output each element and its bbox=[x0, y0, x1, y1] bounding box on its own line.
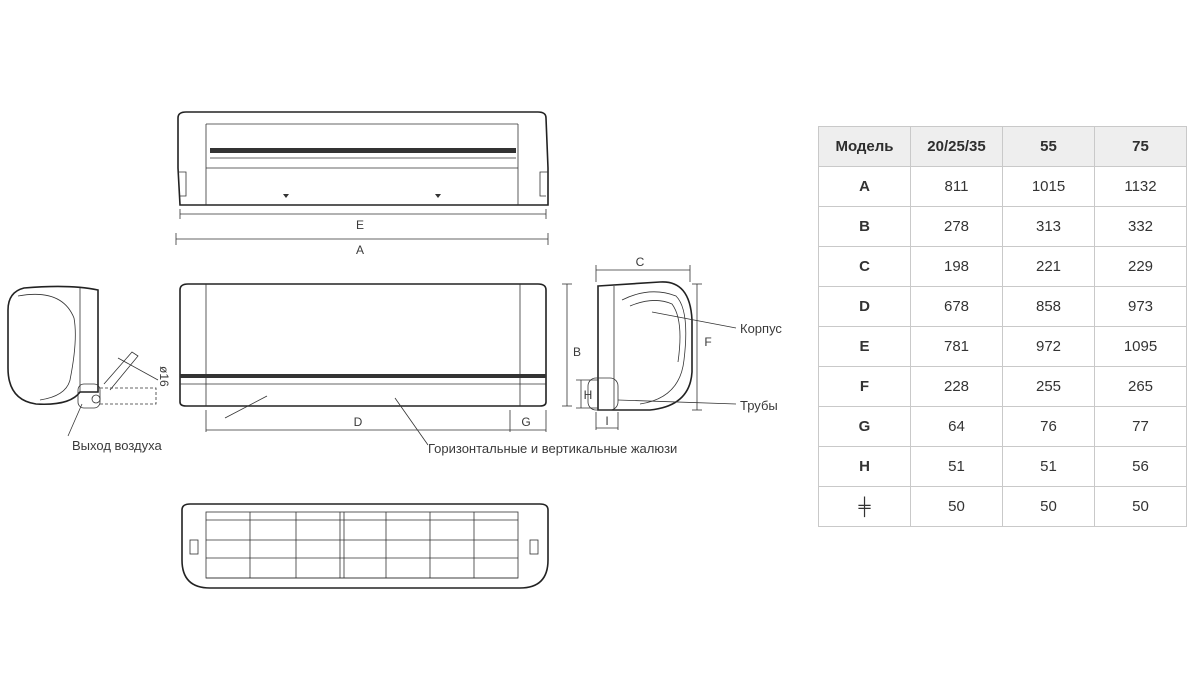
table-header-row: Модель 20/25/35 55 75 bbox=[818, 126, 1187, 167]
row-key: H bbox=[818, 446, 911, 487]
table-cell: 858 bbox=[1002, 286, 1095, 327]
table-cell: 50 bbox=[910, 486, 1003, 527]
pipe-symbol-icon: ╪ bbox=[818, 486, 911, 527]
table-row: D 678 858 973 bbox=[818, 286, 1187, 327]
table-cell: 1095 bbox=[1094, 326, 1187, 367]
dim-letter-c: C bbox=[636, 255, 645, 269]
dim-letter-g: G bbox=[521, 415, 530, 429]
left-side-view: ø16 bbox=[7, 285, 171, 437]
table-row: F 228 255 265 bbox=[818, 366, 1187, 407]
label-korpus: Корпус bbox=[740, 321, 782, 336]
table-cell: 811 bbox=[910, 166, 1003, 207]
dim-letter-d: D bbox=[354, 415, 363, 429]
table-cell: 50 bbox=[1094, 486, 1187, 527]
label-truby: Трубы bbox=[740, 398, 778, 413]
row-key: C bbox=[818, 246, 911, 287]
table-cell: 278 bbox=[910, 206, 1003, 247]
table-cell: 228 bbox=[910, 366, 1003, 407]
table-cell: 1015 bbox=[1002, 166, 1095, 207]
dim-letter-i: I bbox=[605, 414, 608, 428]
table-cell: 781 bbox=[910, 326, 1003, 367]
dim-letter-a: A bbox=[356, 243, 364, 257]
header-model-20-25-35: 20/25/35 bbox=[910, 126, 1003, 167]
row-key: B bbox=[818, 206, 911, 247]
table-cell: 255 bbox=[1002, 366, 1095, 407]
dim-letter-b: B bbox=[573, 345, 581, 359]
table-row: A 811 1015 1132 bbox=[818, 166, 1187, 207]
table-cell: 51 bbox=[910, 446, 1003, 487]
table-cell: 265 bbox=[1094, 366, 1187, 407]
table-cell: 76 bbox=[1002, 406, 1095, 447]
row-key: E bbox=[818, 326, 911, 367]
table-cell: 198 bbox=[910, 246, 1003, 287]
bottom-view bbox=[181, 503, 549, 589]
table-cell: 1132 bbox=[1094, 166, 1187, 207]
diameter-label: ø16 bbox=[157, 366, 171, 387]
label-vykhod-vozdukha: Выход воздуха bbox=[72, 438, 162, 453]
table-cell: 973 bbox=[1094, 286, 1187, 327]
table-cell: 56 bbox=[1094, 446, 1187, 487]
technical-drawing: E A D G B bbox=[7, 111, 782, 589]
table-row: E 781 972 1095 bbox=[818, 326, 1187, 367]
table-cell: 972 bbox=[1002, 326, 1095, 367]
top-view: E A bbox=[175, 111, 549, 257]
table-cell: 50 bbox=[1002, 486, 1095, 527]
table-cell: 229 bbox=[1094, 246, 1187, 287]
row-key: A bbox=[818, 166, 911, 207]
table-row: G 64 76 77 bbox=[818, 406, 1187, 447]
table-row: B 278 313 332 bbox=[818, 206, 1187, 247]
header-model-55: 55 bbox=[1002, 126, 1095, 167]
dim-letter-f: F bbox=[704, 335, 711, 349]
label-zhaluzi: Горизонтальные и вертикальные жалюзи bbox=[428, 441, 677, 456]
table-cell: 64 bbox=[910, 406, 1003, 447]
table-cell: 313 bbox=[1002, 206, 1095, 247]
right-side-view: C F H I bbox=[576, 255, 737, 430]
table-cell: 221 bbox=[1002, 246, 1095, 287]
table-row: C 198 221 229 bbox=[818, 246, 1187, 287]
table-cell: 332 bbox=[1094, 206, 1187, 247]
row-key: D bbox=[818, 286, 911, 327]
table-cell: 77 bbox=[1094, 406, 1187, 447]
dimensions-table: Модель 20/25/35 55 75 A 811 1015 1132 B … bbox=[818, 126, 1187, 527]
row-key: F bbox=[818, 366, 911, 407]
header-model-75: 75 bbox=[1094, 126, 1187, 167]
table-cell: 678 bbox=[910, 286, 1003, 327]
header-model: Модель bbox=[818, 126, 911, 167]
table-row: ╪ 50 50 50 bbox=[818, 486, 1187, 527]
dim-letter-e: E bbox=[356, 218, 364, 232]
row-key: G bbox=[818, 406, 911, 447]
dim-letter-h: H bbox=[584, 388, 593, 402]
table-row: H 51 51 56 bbox=[818, 446, 1187, 487]
table-cell: 51 bbox=[1002, 446, 1095, 487]
front-view: D G B bbox=[179, 283, 581, 446]
